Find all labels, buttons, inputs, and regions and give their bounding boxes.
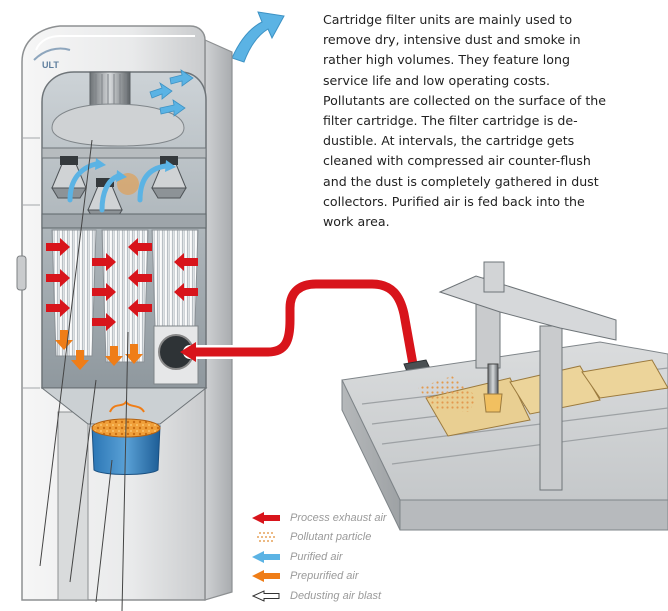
blue-arrow-icon [252, 550, 280, 563]
legend-item-process-exhaust-air: Process exhaust air [252, 509, 452, 528]
orange-arrow-icon [252, 570, 280, 583]
process-air-arrows [46, 238, 198, 331]
purified-air-outlet-arrows [149, 69, 194, 117]
dotted-particle-icon [257, 532, 275, 543]
brand-logo: ULT [33, 47, 71, 70]
legend-label: Purified air [290, 550, 343, 563]
legend-item-prepurified-air: Prepurified air [252, 567, 452, 586]
svg-text:ULT: ULT [42, 60, 59, 70]
outline-arrow-icon [252, 589, 280, 602]
legend-item-pollutant-particle: Pollutant particle [252, 528, 452, 547]
legend: Process exhaust air Pollutant particle P… [252, 509, 452, 606]
legend-label: Pollutant particle [290, 531, 372, 544]
legend-item-purified-air: Purified air [252, 548, 452, 567]
dust-hopper [40, 387, 208, 425]
purified-air-exhaust-arrow [231, 11, 285, 63]
duct-arrow-head [180, 342, 196, 362]
legend-label: Dedusting air blast [290, 589, 382, 602]
pollutant-particles [418, 376, 476, 412]
legend-label: Process exhaust air [290, 512, 387, 524]
purified-air-rising-arrows [67, 161, 169, 213]
spindle [487, 363, 499, 395]
cnc-machine [341, 261, 668, 531]
callout-leader-lines [39, 139, 129, 611]
door-handle [16, 255, 27, 291]
wood-board [581, 359, 668, 399]
red-arrow-icon [252, 512, 280, 524]
cabinet-interior [40, 69, 208, 425]
fan-housing [51, 103, 185, 147]
fan-motor [89, 71, 131, 109]
legend-item-dedusting-air-blast: Dedusting air blast [252, 587, 452, 606]
description-text: Cartridge filter units are mainly used t… [323, 12, 607, 230]
legend-label: Prepurified air [290, 570, 359, 583]
